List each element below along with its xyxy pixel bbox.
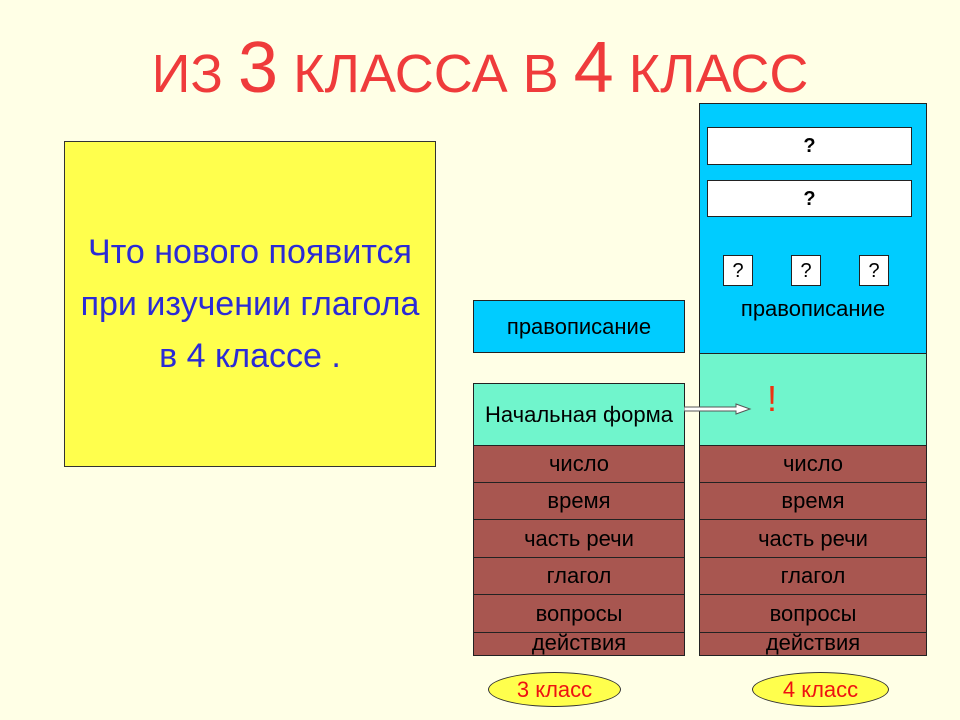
question-box: Что нового появится при изучении глагола… (64, 141, 436, 467)
grade4-row: действия (699, 632, 927, 656)
slide-title: ИЗ 3 КЛАССА В 4 КЛАСС (151, 28, 809, 108)
grade3-row: вопросы (473, 594, 685, 633)
grade4-unknown-box: ? (707, 180, 912, 217)
grade3-row: часть речи (473, 519, 685, 558)
grade4-initial-form-block (699, 353, 927, 446)
grade4-unknown-small: ? (791, 255, 821, 286)
grade4-unknown-small: ? (859, 255, 889, 286)
grade4-row: число (699, 445, 927, 483)
grade3-row: время (473, 482, 685, 520)
grade3-initial-form: Начальная форма (473, 383, 685, 446)
grade4-exclamation: ! (767, 378, 778, 419)
grade4-label: 4 класс (752, 672, 889, 707)
grade4-spelling: правописание (740, 296, 886, 321)
grade4-row: время (699, 482, 927, 520)
grade3-row: число (473, 445, 685, 483)
grade4-row: вопросы (699, 594, 927, 633)
grade4-row: глагол (699, 557, 927, 595)
grade4-row: часть речи (699, 519, 927, 558)
grade3-row: действия (473, 632, 685, 656)
grade3-label: 3 класс (488, 672, 621, 707)
arrow-icon (684, 403, 752, 415)
grade4-unknown-small: ? (723, 255, 753, 286)
grade3-row: глагол (473, 557, 685, 595)
grade3-spelling: правописание (473, 300, 685, 353)
grade4-unknown-box: ? (707, 127, 912, 165)
